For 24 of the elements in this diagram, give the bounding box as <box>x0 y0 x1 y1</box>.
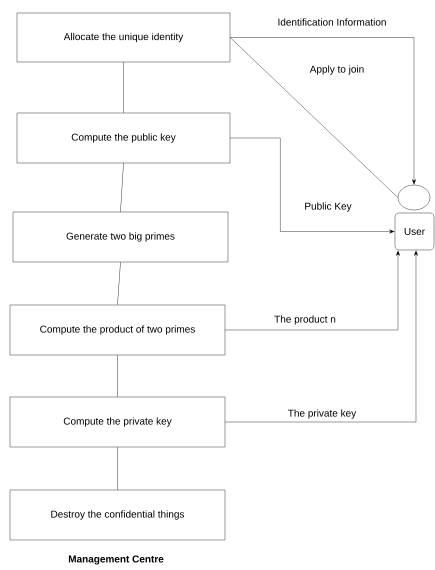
connector-line <box>117 355 118 397</box>
process-box: Compute the private key <box>10 396 226 448</box>
edge-label: Public Key <box>305 202 352 212</box>
process-box: Destroy the confidential things <box>10 490 226 540</box>
edge-label: The private key <box>288 409 356 419</box>
user-head <box>398 184 430 210</box>
connector-line <box>120 163 124 212</box>
arrow <box>225 250 400 330</box>
arrow <box>230 37 416 184</box>
process-box: Compute the product of two primes <box>10 304 226 356</box>
connector-line <box>123 62 124 113</box>
connector-line <box>117 447 118 490</box>
process-box: Allocate the unique identity <box>16 12 230 62</box>
edge-label: Apply to join <box>310 65 364 75</box>
connector-line <box>230 37 398 198</box>
arrow <box>230 138 394 234</box>
edge-label: The product n <box>274 315 336 325</box>
user-box: User <box>394 212 434 250</box>
process-box: Compute the public key <box>16 112 230 164</box>
caption: Management Centre <box>68 555 164 565</box>
edge-label: Identification Information <box>278 18 386 26</box>
arrow <box>225 250 418 422</box>
connector-line <box>117 262 121 305</box>
process-box: Generate two big primes <box>12 212 228 262</box>
